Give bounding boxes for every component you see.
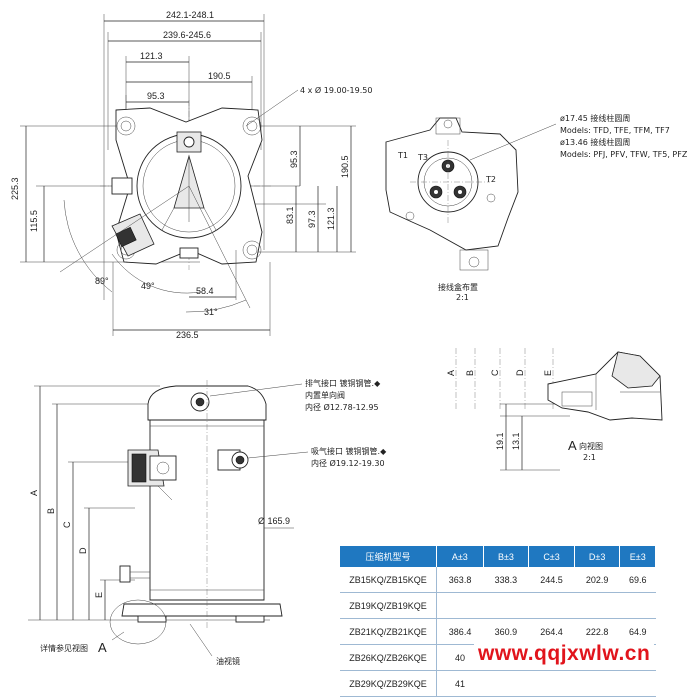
header-d: D±3 (574, 546, 621, 567)
header-b: B±3 (483, 546, 530, 567)
table-cell: ZB21KQ/ZB21KQE (340, 618, 437, 645)
header-model: 压缩机型号 (340, 546, 437, 567)
terminal-note-2: Models: TFD, TFE, TFM, TF7 (560, 126, 670, 135)
table-cell (528, 670, 575, 697)
view-a: A B C D E 19.1 13.1 A 向视图 2:1 (446, 348, 663, 471)
header-a: A±3 (436, 546, 484, 567)
dim-115: 115.5 (29, 210, 39, 232)
detail-letter: A (98, 640, 107, 655)
dim-225: 225.3 (10, 177, 20, 200)
terminal-scale: 2:1 (456, 293, 469, 302)
table-cell: 64.9 (619, 618, 656, 645)
angle-89: 89° (95, 276, 109, 286)
angle-49: 49° (141, 281, 155, 291)
discharge-note-3: 内径 Ø12.78-12.95 (305, 402, 379, 412)
table-cell: 360.9 (483, 618, 529, 645)
dim-190-top: 190.5 (208, 71, 231, 81)
compressor-dimension-table: 压缩机型号 A±3 B±3 C±3 D±3 E±3 ZB15KQ/ZB15KQE… (340, 546, 656, 697)
table-cell: ZB26KQ/ZB26KQE (340, 644, 437, 671)
table-cell (483, 592, 529, 619)
dim-242: 242.1-248.1 (166, 10, 214, 20)
view-a-caption-text: 向视图 (579, 441, 603, 451)
terminal-t2: T2 (485, 175, 496, 184)
dim-190-right: 190.5 (340, 155, 350, 178)
table-cell (574, 592, 620, 619)
discharge-note-2: 内置单向阀 (305, 390, 345, 400)
dim-58: 58.4 (196, 286, 214, 296)
table-cell (619, 670, 656, 697)
table-cell: 264.4 (528, 618, 575, 645)
terminal-note-1: ø17.45 接线柱圆周 (560, 113, 630, 123)
table-row: ZB29KQ/ZB29KQE 41 (340, 670, 656, 697)
view-a-letter-e: E (543, 370, 553, 376)
table-cell: 244.5 (528, 567, 575, 593)
table-cell (483, 670, 529, 697)
view-a-letter-b: B (465, 370, 475, 376)
dim-13: 13.1 (511, 432, 521, 450)
side-view: A B C D E Ø 165.9 (28, 378, 387, 666)
terminal-box-view: T1 T2 T3 ø17.45 接线柱圆周 Models: TFD, TFE, … (385, 113, 688, 302)
sight-glass-label: 油视镜 (216, 656, 240, 666)
table-cell: 338.3 (483, 567, 529, 593)
terminal-note-3: ø13.46 接线柱圆周 (560, 137, 630, 147)
table-cell: 386.4 (436, 618, 484, 645)
table-row: ZB15KQ/ZB15KQE 363.8 338.3 244.5 202.9 6… (340, 567, 656, 593)
dim-121-right: 121.3 (326, 207, 336, 230)
table-row: ZB21KQ/ZB21KQE 386.4 360.9 264.4 222.8 6… (340, 618, 656, 645)
table-row: ZB19KQ/ZB19KQE (340, 592, 656, 619)
table-cell (619, 592, 656, 619)
dim-diameter: Ø 165.9 (258, 516, 290, 526)
table-cell (436, 592, 484, 619)
dim-95-right: 95.3 (289, 150, 299, 168)
dim-97: 97.3 (307, 210, 317, 228)
detail-prefix: 详情参见视图 (40, 643, 88, 653)
side-letter-a: A (29, 490, 39, 496)
dim-19: 19.1 (495, 432, 505, 450)
header-c: C±3 (528, 546, 575, 567)
terminal-note-4: Models: PFJ, PFV, TFW, TF5, PFZ (560, 150, 688, 159)
dim-121-top: 121.3 (140, 51, 163, 61)
table-cell: 202.9 (574, 567, 620, 593)
view-a-letter-c: C (490, 369, 500, 376)
table-cell: ZB19KQ/ZB19KQE (340, 592, 437, 619)
dim-83: 83.1 (285, 206, 295, 224)
suction-note-2: 内径 Ø19.12-19.30 (311, 458, 385, 468)
side-letter-b: B (46, 508, 56, 514)
suction-note-1: 吸气接口 镀铜钢管.◆ (311, 446, 387, 456)
dim-239: 239.6-245.6 (163, 30, 211, 40)
terminal-t3: T3 (417, 153, 428, 162)
view-a-letter-d: D (515, 369, 525, 376)
terminal-t1: T1 (397, 151, 408, 160)
table-cell: ZB29KQ/ZB29KQE (340, 670, 437, 697)
side-letter-c: C (62, 521, 72, 528)
side-letter-e: E (94, 592, 104, 598)
terminal-caption: 接线盒布置 (438, 282, 478, 292)
table-cell: 363.8 (436, 567, 484, 593)
view-a-caption-letter: A (568, 438, 577, 453)
table-header-row: 压缩机型号 A±3 B±3 C±3 D±3 E±3 (340, 546, 656, 567)
discharge-note-1: 排气接口 镀铜钢管.◆ (305, 378, 381, 388)
table-cell: 222.8 (574, 618, 620, 645)
dim-95-top: 95.3 (147, 91, 165, 101)
angle-31: 31° (204, 307, 218, 317)
table-cell: 69.6 (619, 567, 656, 593)
dim-236: 236.5 (176, 330, 199, 340)
side-letter-d: D (78, 547, 88, 554)
top-view: 242.1-248.1 239.6-245.6 121.3 190.5 95.3… (10, 10, 372, 340)
table-cell: ZB15KQ/ZB15KQE (340, 567, 437, 593)
view-a-letter-a: A (446, 370, 456, 376)
table-cell: 41 (436, 670, 484, 697)
table-cell (528, 592, 575, 619)
mounting-hole-note: 4 x Ø 19.00-19.50 (300, 85, 372, 95)
header-e: E±3 (619, 546, 656, 567)
table-cell (574, 670, 620, 697)
view-a-scale: 2:1 (583, 453, 596, 462)
watermark: www.qqjxwlw.cn (474, 642, 655, 666)
